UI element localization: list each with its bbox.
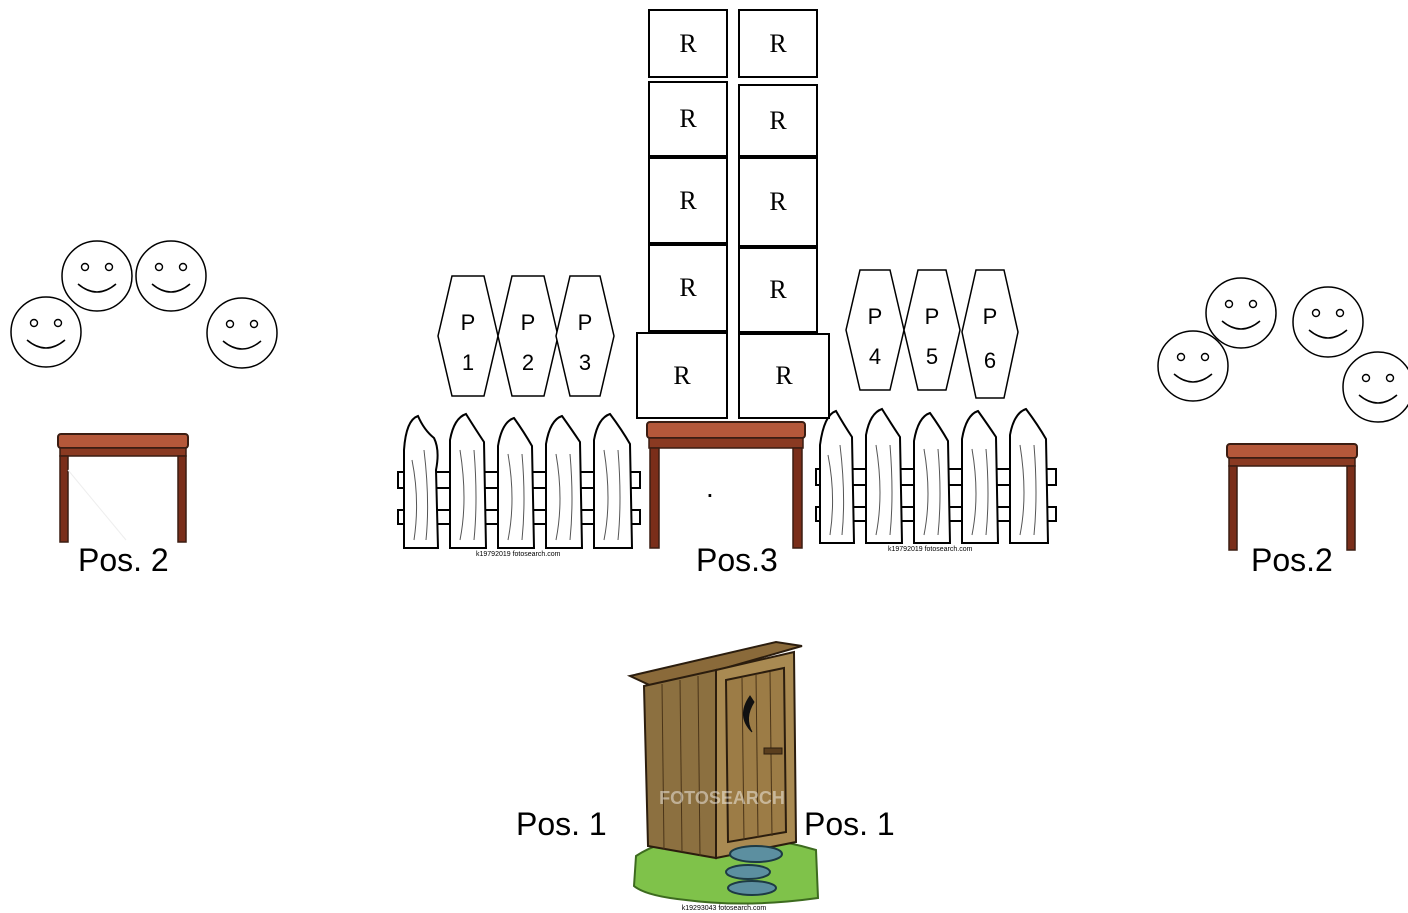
pillar-p6 [962,270,1018,398]
smiley-face-icon [207,298,277,368]
r-box: R [738,157,818,247]
r-box: R [738,84,818,157]
smiley-face-icon [62,241,132,311]
pos-label-center-table: Pos.3 [696,542,778,579]
r-box: R [738,247,818,333]
pillar-p3 [556,276,614,396]
smiley-face-icon [11,297,81,367]
r-box: R [648,9,728,78]
r-box: R [636,332,728,419]
center-dot: . [706,472,714,504]
smiley-face-icon [1343,352,1408,422]
smiley-face-icon [1158,331,1228,401]
pos-label-left-table: Pos. 2 [78,542,169,579]
pillar-p1 [438,276,498,396]
fence-watermark: k19792019 fotosearch.com [476,551,561,558]
pillar-p2 [498,276,558,396]
r-box: R [738,333,830,419]
picket-fence-icon: k19792019 fotosearch.com [394,410,644,560]
pillar-letter: P [868,304,883,329]
pillar-letter: P [983,304,998,329]
smiley-face-icon [1293,287,1363,357]
pillars-left: P 1 P 2 P 3 [436,272,616,400]
pillar-number: 3 [579,350,591,375]
pillar-number: 1 [462,350,474,375]
pillar-p4 [846,270,904,390]
smiley-face-icon [1206,278,1276,348]
pillar-number: 2 [522,350,534,375]
outhouse-watermark: k19293043 fotosearch.com [682,905,767,912]
smiley-face-icon [136,241,206,311]
pillar-number: 4 [869,344,881,369]
wooden-table-icon [1225,440,1359,552]
wooden-table-icon [645,418,807,550]
pos-label-right-table: Pos.2 [1251,542,1333,579]
pillar-letter: P [461,310,476,335]
pillar-letter: P [925,304,940,329]
pillar-p5 [904,270,960,390]
pillar-letter: P [578,310,593,335]
r-box: R [648,244,728,332]
picket-fence-icon: k19792019 fotosearch.com [812,405,1060,555]
fence-watermark: k19792019 fotosearch.com [888,546,973,553]
pillar-number: 5 [926,344,938,369]
pillar-number: 6 [984,348,996,373]
r-box: R [648,81,728,157]
r-box: R [648,157,728,244]
pillars-right: P 4 P 5 P 6 [842,266,1022,402]
pillar-letter: P [521,310,536,335]
pos-label-outhouse-left: Pos. 1 [516,806,607,843]
wooden-table-icon [56,430,190,545]
outhouse-overlay-watermark: FOTOSEARCH [659,788,785,808]
pos-label-outhouse-right: Pos. 1 [804,806,895,843]
outhouse-icon: FOTOSEARCH k19293043 fotosearch.com [626,636,822,913]
r-box: R [738,9,818,78]
